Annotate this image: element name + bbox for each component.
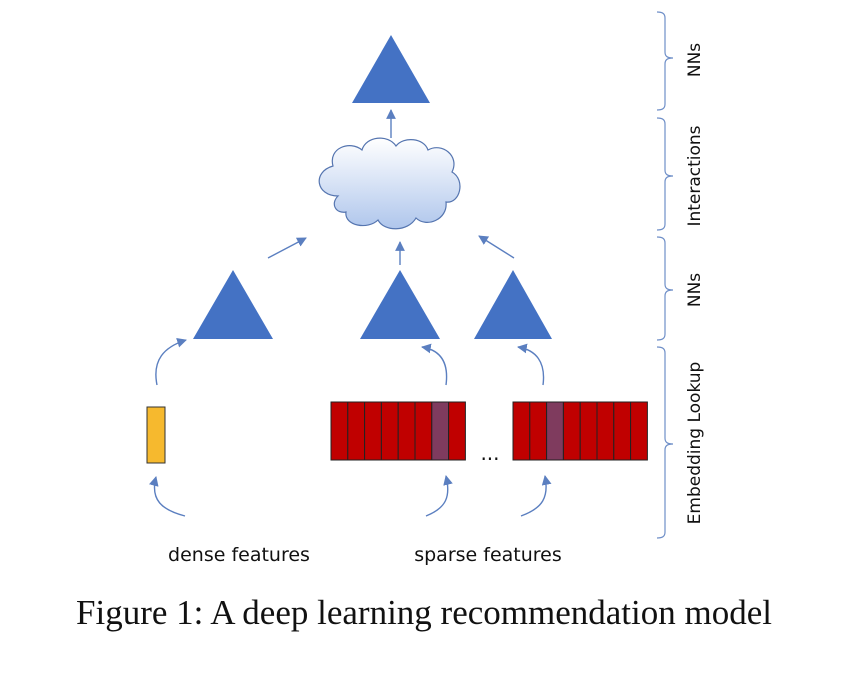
arrow-dense-to-nn — [155, 338, 187, 386]
embedding-cell — [364, 401, 382, 461]
embedding-cell-selected — [431, 401, 450, 461]
interactions-cloud — [318, 137, 461, 230]
bracket-top-nns — [656, 11, 674, 111]
arrow-sparse1-feature-in — [425, 475, 453, 517]
bottom-nn-triangle-sparse-1 — [360, 270, 440, 339]
dense-feature-vector — [146, 406, 166, 464]
layer-label-embedding-lookup: Embedding Lookup — [685, 362, 705, 525]
bracket-interactions — [656, 117, 674, 231]
layer-label-top-nns: NNs — [685, 43, 705, 77]
embedding-cell — [397, 401, 416, 461]
embedding-cell — [448, 401, 466, 461]
figure-caption: Figure 1: A deep learning recommendation… — [76, 593, 772, 632]
bottom-nn-triangle-sparse-2 — [474, 270, 552, 339]
embedding-cell — [414, 401, 433, 461]
embedding-table-2 — [512, 401, 648, 461]
layer-brackets — [656, 11, 674, 539]
bracket-bottom-nns — [656, 236, 674, 341]
arrow-left-nn-to-cloud — [267, 237, 307, 259]
dense-features-label: dense features — [168, 544, 310, 566]
embedding-cell — [347, 401, 366, 461]
layer-label-bottom-nns: NNs — [685, 273, 705, 307]
arrow-sparse2-feature-in — [520, 475, 552, 517]
embedding-cell — [579, 401, 598, 461]
embedding-table-1 — [330, 401, 466, 461]
top-nn-triangle — [352, 35, 430, 103]
arrow-dense-feature-in — [149, 476, 186, 517]
embedding-cell — [380, 401, 399, 461]
embedding-cell — [630, 401, 648, 461]
embedding-cell — [596, 401, 615, 461]
ellipsis-text: ... — [480, 441, 499, 465]
layer-label-interactions: Interactions — [685, 125, 705, 226]
arrow-right-nn-to-cloud — [478, 235, 515, 259]
embedding-cell — [562, 401, 581, 461]
arrows — [149, 109, 552, 517]
arrow-sparse2-to-nn — [517, 343, 545, 386]
embedding-cell — [512, 401, 531, 461]
embedding-cell — [613, 401, 632, 461]
bracket-embedding-lookup — [656, 346, 674, 539]
arrow-sparse1-to-nn — [421, 343, 448, 386]
embedding-cell — [529, 401, 548, 461]
sparse-features-label: sparse features — [414, 544, 562, 566]
embedding-cell-selected — [546, 401, 564, 461]
bottom-nn-triangle-dense — [193, 270, 273, 339]
embedding-cell — [330, 401, 349, 461]
